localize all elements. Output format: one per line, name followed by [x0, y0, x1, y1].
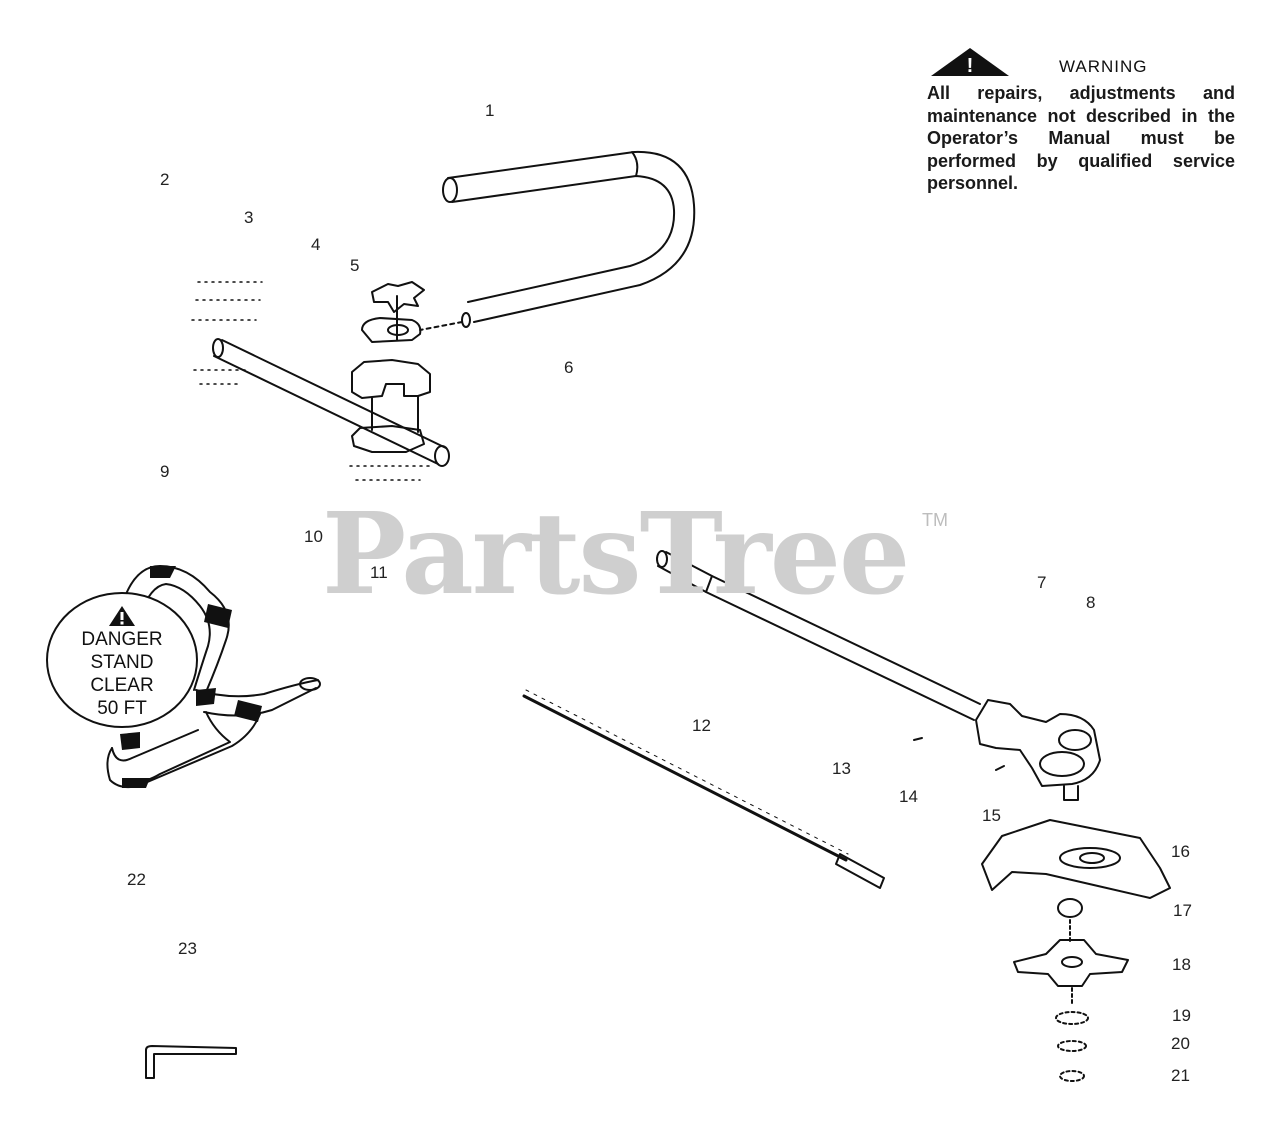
warning-text: All repairs, adjustments and maintenance…	[927, 83, 1235, 193]
warning-notice: ! WARNING All repairs, adjustments and m…	[927, 44, 1235, 195]
callout-17[interactable]: 17	[1173, 901, 1192, 920]
callout-5[interactable]: 5	[350, 256, 360, 275]
partstree-watermark: PartsTree	[322, 489, 910, 620]
callout-18[interactable]: 18	[1172, 955, 1191, 974]
warning-title: WARNING	[1059, 57, 1148, 76]
callout-8[interactable]: 8	[1086, 593, 1096, 612]
callout-11[interactable]: 11	[370, 563, 388, 582]
danger-line-4: 50 FT	[97, 698, 147, 719]
danger-triangle-icon	[109, 606, 135, 626]
danger-sticker: DANGER STAND CLEAR 50 FT	[46, 592, 198, 728]
callout-4[interactable]: 4	[311, 235, 321, 254]
callout-7[interactable]: 7	[1037, 573, 1047, 592]
callout-2[interactable]: 2	[160, 170, 170, 189]
drive-shaft-tube	[656, 550, 981, 721]
blade-hardware	[1013, 898, 1129, 1082]
callout-22[interactable]: 22	[127, 870, 146, 889]
handle-clamp-assembly	[191, 281, 431, 481]
callout-12[interactable]: 12	[692, 716, 711, 735]
hex-wrench	[145, 1045, 237, 1079]
trademark-mark: TM	[922, 510, 948, 530]
callout-15[interactable]: 15	[982, 806, 1001, 825]
loop-handle	[419, 150, 696, 331]
callout-3[interactable]: 3	[244, 208, 254, 227]
warning-header: ! WARNING	[927, 44, 1235, 80]
gear-head	[913, 699, 1101, 801]
clamp-shaft-tube	[212, 338, 450, 467]
callout-10[interactable]: 10	[304, 527, 323, 546]
callout-9[interactable]: 9	[160, 462, 170, 481]
danger-line-2: STAND	[90, 652, 154, 673]
callout-1[interactable]: 1	[485, 101, 495, 120]
callout-16[interactable]: 16	[1171, 842, 1190, 861]
danger-line-1: DANGER	[81, 629, 163, 650]
svg-text:!: !	[967, 55, 974, 77]
warning-triangle-icon: !	[931, 48, 1009, 77]
callout-14[interactable]: 14	[899, 787, 918, 806]
callout-21[interactable]: 21	[1171, 1066, 1190, 1085]
callout-20[interactable]: 20	[1171, 1034, 1190, 1053]
harness-strap	[106, 565, 321, 789]
callout-13[interactable]: 13	[832, 759, 851, 778]
blade-guard	[981, 819, 1171, 899]
flex-drive-cable	[522, 689, 885, 889]
callout-19[interactable]: 19	[1172, 1006, 1191, 1025]
callout-6[interactable]: 6	[564, 358, 574, 377]
callout-23[interactable]: 23	[178, 939, 197, 958]
danger-line-3: CLEAR	[90, 675, 154, 696]
